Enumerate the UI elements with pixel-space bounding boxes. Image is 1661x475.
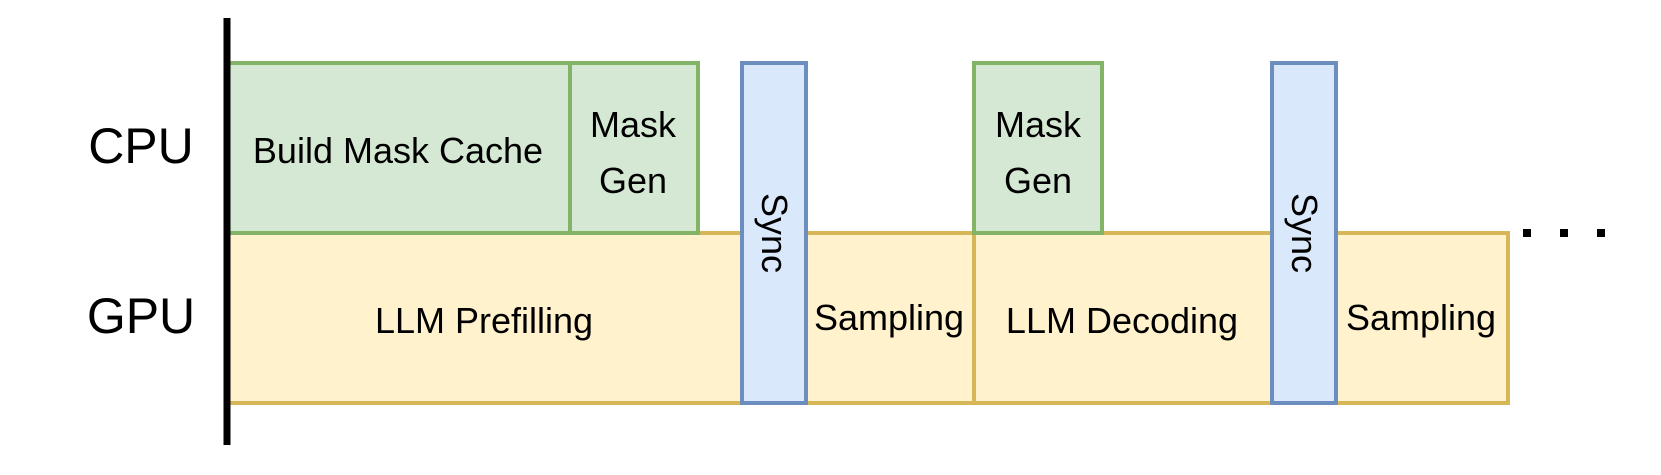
mask-gen-1-label-line2: Gen bbox=[599, 160, 667, 201]
sampling-2-label: Sampling bbox=[1346, 297, 1496, 338]
mask-gen-block-2 bbox=[972, 61, 1104, 235]
sampling-1-label: Sampling bbox=[814, 297, 964, 338]
mask-gen-2-label-line1: Mask bbox=[995, 104, 1082, 145]
llm-prefilling-block bbox=[225, 231, 744, 405]
build-mask-cache-label: Build Mask Cache bbox=[253, 130, 543, 171]
sync-1-label: Sync bbox=[754, 193, 795, 273]
llm-decoding-block bbox=[972, 231, 1274, 405]
gpu-row-label: GPU bbox=[87, 288, 195, 344]
llm-prefilling-label: LLM Prefilling bbox=[375, 300, 593, 341]
sampling-block-1 bbox=[804, 231, 976, 405]
mask-gen-1-label-line1: Mask bbox=[590, 104, 677, 145]
llm-decoding-label: LLM Decoding bbox=[1006, 300, 1238, 341]
ellipsis-dot-2 bbox=[1560, 229, 1568, 237]
sync-block-1 bbox=[740, 61, 808, 405]
ellipsis-dot-3 bbox=[1597, 229, 1605, 237]
sync-block-2 bbox=[1270, 61, 1338, 405]
mask-gen-block-1 bbox=[568, 61, 700, 235]
sync-2-label: Sync bbox=[1284, 193, 1325, 273]
cpu-row-label: CPU bbox=[88, 118, 194, 174]
mask-gen-2-label-line2: Gen bbox=[1004, 160, 1072, 201]
build-mask-cache-block bbox=[225, 61, 572, 235]
ellipsis-dot-1 bbox=[1523, 229, 1531, 237]
sampling-block-2 bbox=[1334, 231, 1510, 405]
continuation-ellipsis bbox=[1523, 229, 1605, 237]
